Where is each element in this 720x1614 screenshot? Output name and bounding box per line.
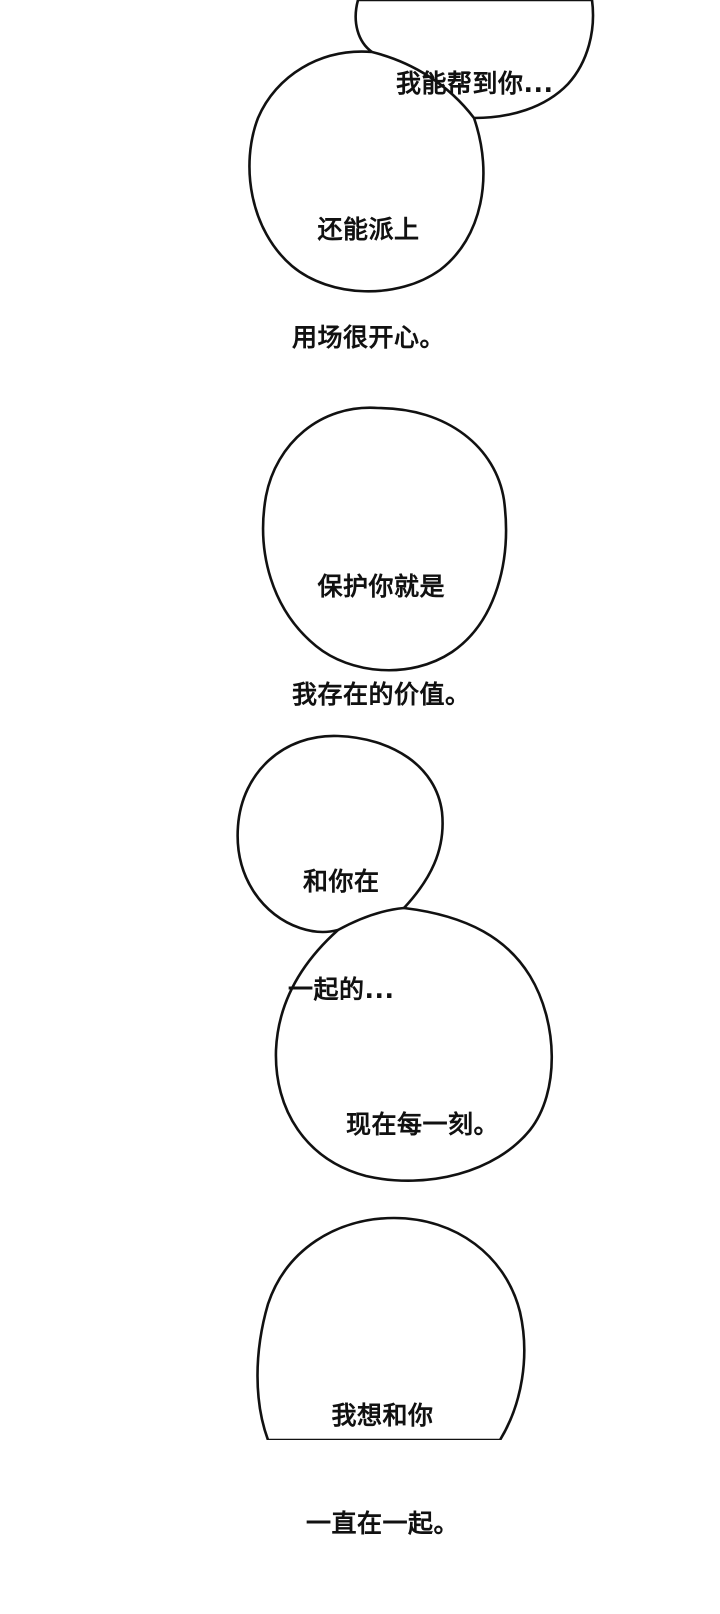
speech-bubble-2 [248, 50, 485, 293]
speech-bubble-3 [261, 406, 508, 672]
bubble-text-line: 一直在一起。 [306, 1509, 460, 1538]
bubble-text-line: 现在每一刻。 [346, 1110, 500, 1139]
bubble-text-line: 我想和你 [331, 1401, 434, 1430]
comic-panel: 我能帮到你... 还能派上 用场很开心。 保护你就是 我存在的价值。 和你在 一… [236, 0, 595, 1538]
bubble-text-line: 我能帮到你... [396, 69, 554, 98]
speech-bubbles-layer [236, 0, 595, 1442]
bubble-6-text: 我想和你 一直在一起。 [306, 1326, 459, 1614]
bubble-text-line: 还能派上 [317, 215, 420, 244]
bubble-text-line: 保护你就是 [317, 572, 446, 601]
bubble-4-text: 和你在 一起的... [288, 792, 395, 1080]
bubble-text-line: 用场很开心。 [292, 323, 446, 352]
speech-bubble-6 [256, 1216, 526, 1442]
bubble-2-text: 还能派上 用场很开心。 [292, 140, 445, 428]
bubble-text-line: 我存在的价值。 [292, 680, 471, 709]
bubble-text-line: 和你在 [302, 867, 380, 896]
speech-bubble-4 [236, 734, 444, 934]
bubble-1-text: 我能帮到你... [396, 0, 554, 174]
bubble-5-text: 现在每一刻。 [346, 1035, 499, 1215]
speech-bubble-5 [274, 906, 554, 1182]
bubble-3-text: 保护你就是 我存在的价值。 [292, 497, 471, 785]
bubble-text-line: 一起的... [288, 975, 395, 1004]
